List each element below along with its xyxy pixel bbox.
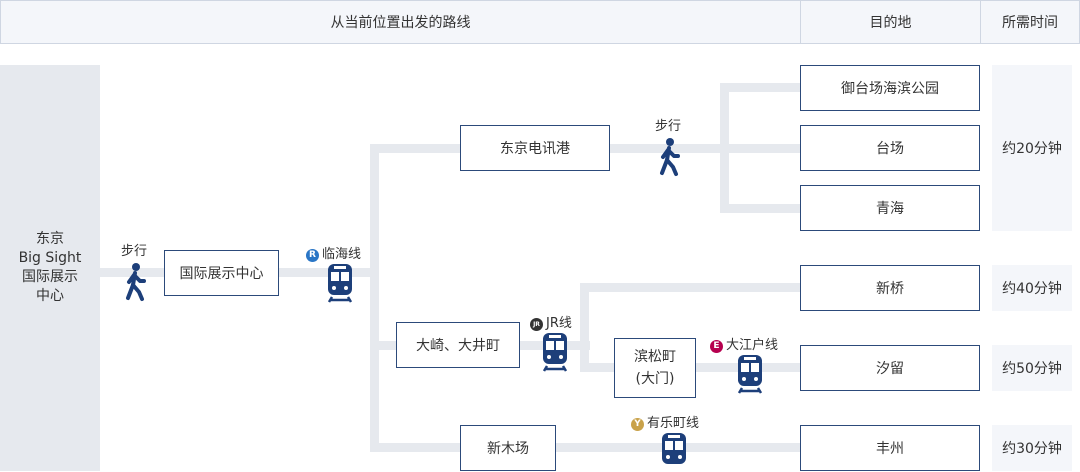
jr-line-badge-icon: JR xyxy=(530,318,543,331)
walking-person-icon xyxy=(660,138,680,176)
header-destination: 目的地 xyxy=(800,0,981,44)
station-osaki-oimachi-label: 大崎、大井町 xyxy=(416,338,500,354)
walk-label-2: 步行 xyxy=(655,119,682,134)
destination-aomi-label: 青海 xyxy=(876,201,904,217)
station-hamamatsucho[interactable]: 滨松町 (大门) xyxy=(614,338,696,398)
route-line-teleport-out xyxy=(608,144,802,153)
route-line-trunk-vertical xyxy=(370,144,379,452)
origin-line-2: Big Sight xyxy=(18,250,82,266)
station-shinkiba[interactable]: 新木场 xyxy=(460,425,556,471)
walking-person-icon xyxy=(126,263,146,301)
time-shinbashi: 约40分钟 xyxy=(992,265,1072,311)
route-line-odaiba-bottom xyxy=(720,204,802,213)
route-line-jr-vertical xyxy=(580,283,589,372)
destination-daiba-label: 台场 xyxy=(876,141,904,157)
origin-line-4: 中心 xyxy=(35,288,64,304)
time-shiodome: 约50分钟 xyxy=(992,345,1072,391)
yurakucho-line-name: 有乐町线 xyxy=(647,416,700,431)
train-icon xyxy=(662,433,686,464)
train-icon xyxy=(737,355,763,394)
oedo-line-badge-icon: E xyxy=(710,340,723,353)
destination-toyosu-label: 丰州 xyxy=(876,441,904,457)
route-line-to-hamamatsucho xyxy=(580,363,616,372)
destination-daiba[interactable]: 台场 xyxy=(800,125,980,171)
route-line-shinbashi xyxy=(580,283,802,292)
station-kokusai-tenjijo[interactable]: 国际展示中心 xyxy=(164,250,279,296)
destination-aomi[interactable]: 青海 xyxy=(800,185,980,231)
route-line-to-shinkiba xyxy=(370,443,462,452)
route-line-to-teleport xyxy=(370,144,462,153)
station-shinkiba-label: 新木场 xyxy=(487,441,529,457)
time-toyosu: 约30分钟 xyxy=(992,425,1072,471)
station-hamamatsucho-label: 滨松町 (大门) xyxy=(634,349,676,387)
header-route: 从当前位置出发的路线 xyxy=(0,0,801,44)
destination-shinbashi-label: 新桥 xyxy=(876,281,904,297)
oedo-line-name: 大江户线 xyxy=(726,338,779,353)
time-shinbashi-label: 约40分钟 xyxy=(1002,281,1062,297)
origin-line-1: 东京 xyxy=(35,231,64,247)
header-time-label: 所需时间 xyxy=(1002,15,1058,31)
walk-label-1: 步行 xyxy=(121,244,148,259)
rinkai-line-badge-icon: R xyxy=(306,249,319,262)
destination-shinbashi[interactable]: 新桥 xyxy=(800,265,980,311)
train-icon xyxy=(327,264,353,303)
header-route-label: 从当前位置出发的路线 xyxy=(330,15,471,31)
train-icon xyxy=(542,333,568,372)
yurakucho-line-badge-icon: Y xyxy=(631,418,644,431)
destination-odaiba-kaihin-koen[interactable]: 御台场海滨公园 xyxy=(800,65,980,111)
time-odaiba-label: 约20分钟 xyxy=(1002,141,1062,157)
destination-odaiba-label: 御台场海滨公园 xyxy=(841,81,939,97)
route-line-odaiba-vertical xyxy=(720,83,729,213)
station-tokyo-teleport-label: 东京电讯港 xyxy=(500,141,570,157)
route-line-odaiba-top xyxy=(720,83,802,92)
destination-shiodome-label: 汐留 xyxy=(876,361,904,377)
header-destination-label: 目的地 xyxy=(869,15,912,31)
origin-line-3: 国际展示 xyxy=(21,269,78,285)
time-odaiba-group: 约20分钟 xyxy=(992,65,1072,231)
route-line-to-osaki xyxy=(370,341,400,350)
station-kokusai-tenjijo-label: 国际展示中心 xyxy=(179,266,264,282)
rinkai-line-name: 临海线 xyxy=(322,247,362,262)
origin-panel: 东京 Big Sight 国际展示 中心 xyxy=(0,65,100,471)
destination-shiodome[interactable]: 汐留 xyxy=(800,345,980,391)
destination-toyosu[interactable]: 丰州 xyxy=(800,425,980,471)
station-tokyo-teleport[interactable]: 东京电讯港 xyxy=(460,125,610,171)
jr-line-name: JR线 xyxy=(546,316,572,331)
time-shiodome-label: 约50分钟 xyxy=(1002,361,1062,377)
header-time: 所需时间 xyxy=(980,0,1080,44)
time-toyosu-label: 约30分钟 xyxy=(1002,441,1062,457)
station-osaki-oimachi[interactable]: 大崎、大井町 xyxy=(396,322,520,368)
